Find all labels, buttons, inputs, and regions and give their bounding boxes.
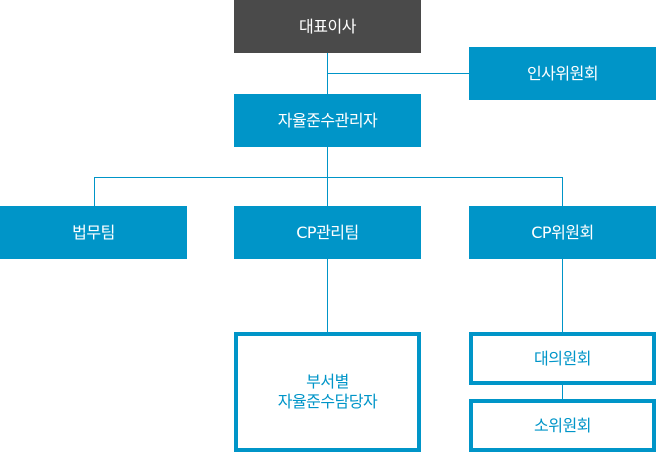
connector-to-cp-committee <box>562 177 563 206</box>
compliance-officer-label: 자율준수관리자 <box>277 110 378 130</box>
dept-compliance-staff-box: 부서별 자율준수담당자 <box>234 332 421 452</box>
hr-committee-box: 인사위원회 <box>469 47 656 100</box>
cp-team-box: CP관리팀 <box>234 206 421 259</box>
connector-cp-team-to-staff <box>327 259 328 332</box>
sub-committee-label: 소위원회 <box>534 415 591 435</box>
connector-to-legal-team <box>94 177 95 206</box>
ceo-label: 대표이사 <box>299 16 356 36</box>
cp-committee-label: CP위원회 <box>531 222 594 242</box>
connector-cp-committee-to-sub <box>562 259 563 332</box>
legal-team-box: 법무팀 <box>0 206 187 259</box>
deliberation-committee-label: 대의원회 <box>534 348 591 368</box>
dept-staff-label-line1: 부서별 <box>306 372 349 391</box>
dept-staff-label-line2: 자율준수담당자 <box>277 392 378 411</box>
compliance-officer-box: 자율준수관리자 <box>234 94 421 147</box>
sub-committee-box: 소위원회 <box>469 399 656 452</box>
hr-committee-label: 인사위원회 <box>526 63 599 83</box>
connector-to-hr-committee <box>327 73 469 74</box>
cp-team-label: CP관리팀 <box>296 222 359 242</box>
legal-team-label: 법무팀 <box>72 222 115 242</box>
connector-horizontal-teams <box>94 177 563 178</box>
connector-officer-down <box>327 146 328 206</box>
deliberation-committee-box: 대의원회 <box>469 332 656 385</box>
ceo-box: 대표이사 <box>234 0 421 53</box>
connector-between-subcommittees <box>562 384 563 400</box>
cp-committee-box: CP위원회 <box>469 206 656 259</box>
